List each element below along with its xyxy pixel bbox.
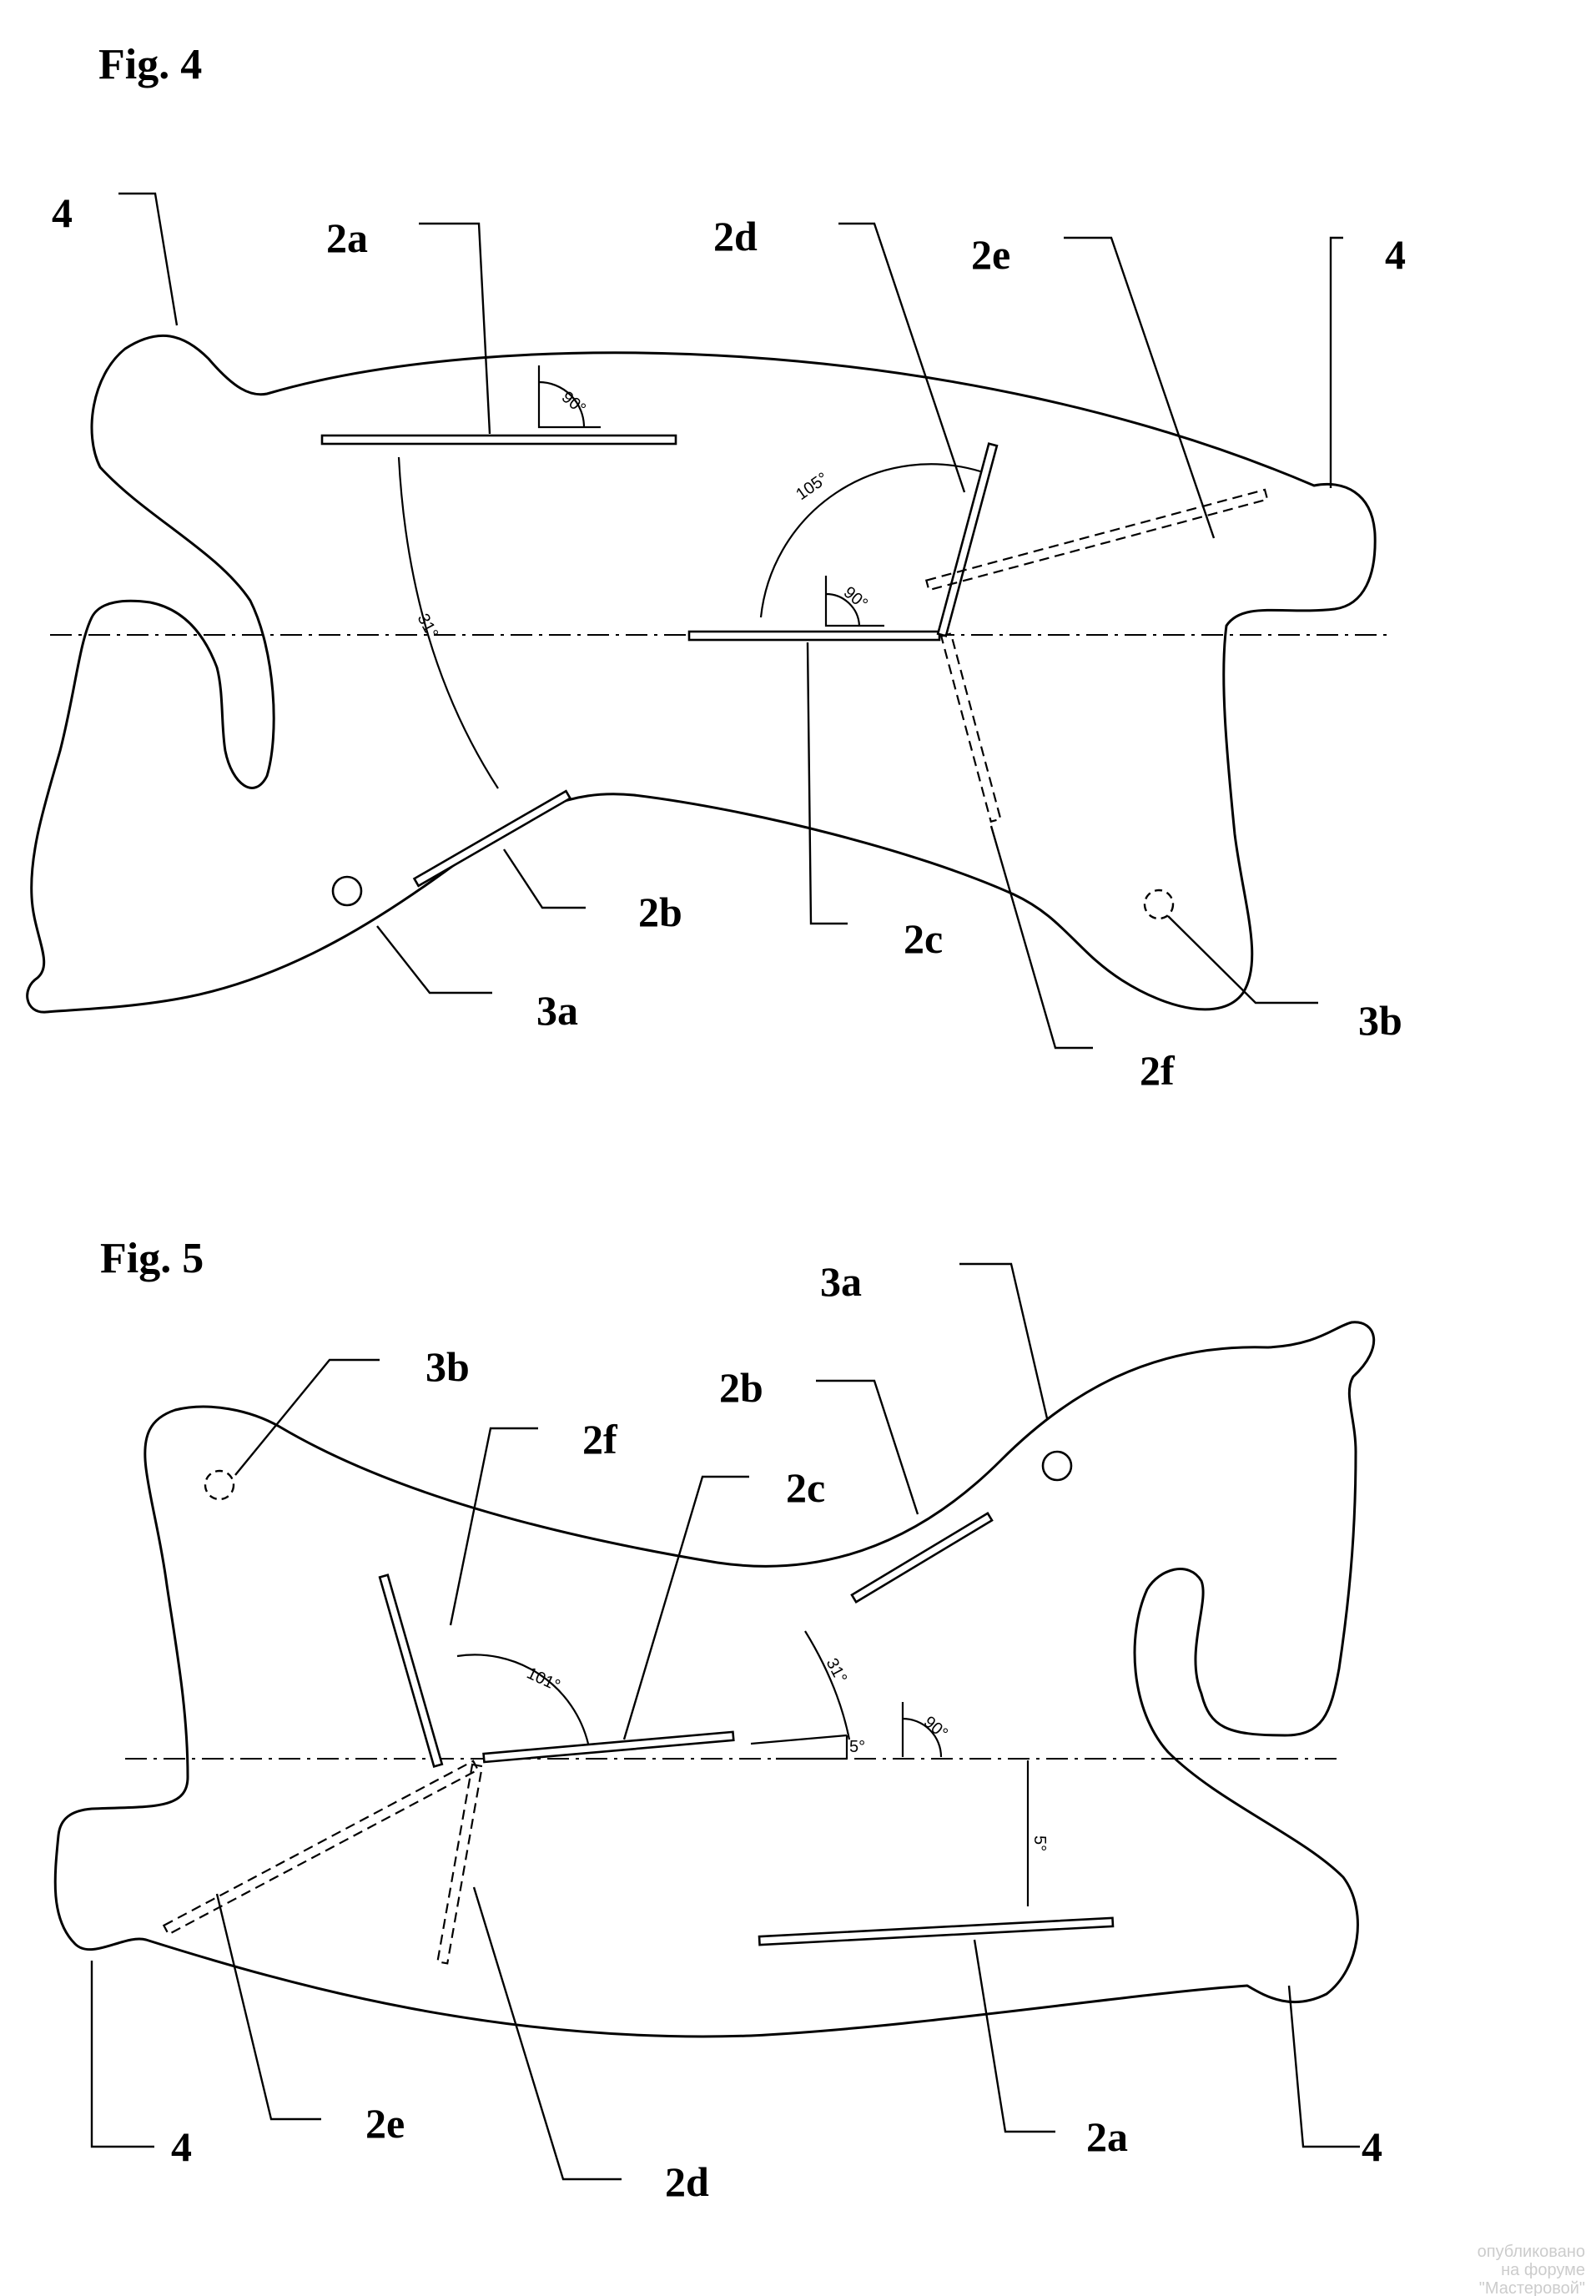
- fig4-dashed-slot-2e: [924, 488, 1269, 592]
- fig4-leader-2c: [806, 642, 848, 925]
- fig5-label-2b: 2b: [719, 1364, 763, 1411]
- fig5-label-2a: 2a: [1086, 2113, 1128, 2160]
- watermark-line-3: "Мастеровой": [1479, 2279, 1585, 2296]
- fig4-leader-4-left: [118, 192, 179, 326]
- fig4-label-2e: 2e: [971, 231, 1010, 278]
- fig5-label-2f: 2f: [582, 1416, 618, 1463]
- fig4-leader-2a: [419, 222, 491, 435]
- fig4-arc-31: [397, 456, 499, 789]
- fig4-leader-2f: [989, 825, 1093, 1050]
- fig5-horse-outline: [53, 1321, 1376, 2038]
- fig5-dashed-slot-2d: [436, 1763, 484, 1965]
- forum-watermark: опубликовано на форуме "Мастеровой": [1478, 2243, 1585, 2296]
- fig4-label-2f: 2f: [1140, 1047, 1176, 1094]
- fig5-label-2e: 2e: [365, 2100, 405, 2147]
- fig4-hole-3a: [331, 875, 363, 907]
- fig4-horse-outline: [26, 334, 1377, 1014]
- fig4-leader-2d: [838, 222, 966, 493]
- fig5-angle-5b: 5°: [1030, 1835, 1049, 1851]
- fig5-leader-2b: [816, 1379, 919, 1515]
- fig5-slot-2f: [378, 1573, 444, 1768]
- fig4-leader-3b: [1167, 915, 1318, 1004]
- figure-5: Fig. 5 31° 5° 90° 5° 101°: [53, 1235, 1382, 2205]
- fig4-angle-90-small: 90°: [840, 583, 871, 613]
- fig4-angle-90: 90°: [558, 388, 589, 418]
- fig4-label-2a: 2a: [326, 214, 368, 261]
- fig5-leader-2f: [449, 1427, 538, 1626]
- fig4-leader-4-right: [1329, 236, 1343, 488]
- fig5-dashed-slot-2e: [162, 1760, 480, 1936]
- fig4-label-2c: 2c: [904, 915, 943, 962]
- fig4-dashed-slot-2f: [939, 632, 1002, 823]
- fig5-leader-2d: [472, 1886, 622, 2181]
- fig4-leader-2e: [1064, 236, 1216, 539]
- fig4-arc-105: [759, 463, 981, 618]
- fig4-angle-31: 31°: [414, 611, 442, 642]
- fig4-slot-2b: [412, 789, 572, 888]
- fig5-label-4-left: 4: [171, 2123, 192, 2170]
- watermark-line-2: на форуме: [1501, 2261, 1585, 2279]
- fig4-slot-2d: [936, 442, 999, 637]
- fig5-arc-31: [804, 1630, 851, 1740]
- fig5-title: Fig. 5: [100, 1235, 204, 1282]
- fig5-arc-101: [456, 1654, 590, 1745]
- fig5-leader-2e: [215, 1893, 321, 2121]
- fig5-angle-5a: 5°: [849, 1738, 865, 1756]
- fig5-slot-2a: [758, 1916, 1115, 1946]
- fig5-hole-3a: [1041, 1450, 1073, 1482]
- fig5-angle-90: 90°: [920, 1713, 951, 1743]
- fig4-label-3b: 3b: [1358, 997, 1402, 1044]
- fig5-leader-3a: [959, 1262, 1049, 1419]
- fig5-leader-4-right: [1287, 1985, 1360, 2148]
- fig5-label-3a: 3a: [820, 1258, 862, 1305]
- fig4-angle-105: 105°: [793, 469, 832, 504]
- fig5-right-angle-arc: [902, 1717, 943, 1758]
- fig4-slot-2a: [320, 434, 677, 446]
- fig5-leader-4-left: [90, 1961, 154, 2148]
- fig4-leader-3a: [376, 925, 492, 994]
- figure-4: Fig. 4 90° 31° 90° 105°: [26, 41, 1406, 1094]
- fig5-label-3b: 3b: [425, 1343, 470, 1390]
- fig5-angle-101: 101°: [524, 1664, 563, 1695]
- fig4-label-2b: 2b: [638, 889, 682, 935]
- fig5-label-2d: 2d: [665, 2158, 709, 2205]
- fig4-label-4-right: 4: [1385, 231, 1406, 278]
- fig5-wedge-5: [750, 1734, 848, 1760]
- fig5-angle-31: 31°: [823, 1655, 851, 1686]
- fig4-title: Fig. 4: [98, 41, 202, 88]
- fig5-slot-2b: [850, 1512, 994, 1604]
- fig5-leader-2c: [622, 1475, 749, 1740]
- watermark-line-1: опубликовано: [1478, 2243, 1585, 2261]
- fig4-right-angle-arc: [538, 380, 586, 428]
- fig5-hole-3b: [204, 1469, 235, 1501]
- fig5-label-4-right: 4: [1362, 2123, 1382, 2170]
- fig4-leader-2b: [502, 848, 586, 909]
- fig4-label-4-left: 4: [52, 189, 73, 236]
- fig5-leader-2a: [973, 1939, 1055, 2133]
- fig5-leader-3b: [234, 1358, 380, 1476]
- fig4-right-angle-arc-2: [825, 592, 861, 627]
- fig4-hole-3b: [1143, 889, 1175, 920]
- fig4-slot-2c: [687, 630, 941, 642]
- fig4-label-3a: 3a: [536, 987, 578, 1034]
- fig4-right-angle-marker: [537, 365, 601, 429]
- fig4-label-2d: 2d: [713, 213, 758, 259]
- fig4-right-angle-marker-2: [824, 576, 884, 627]
- fig5-slot-2c: [482, 1730, 735, 1764]
- fig5-label-2c: 2c: [786, 1464, 825, 1511]
